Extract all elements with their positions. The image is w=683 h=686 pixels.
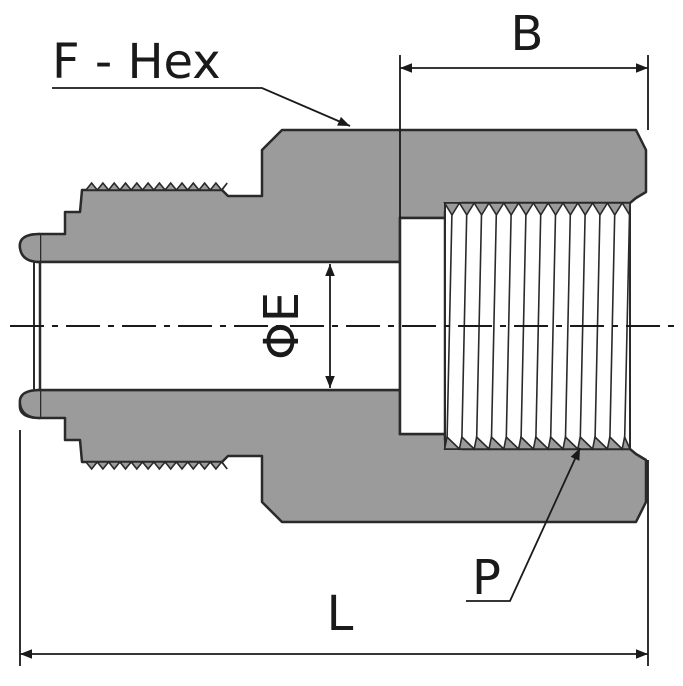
- hex-label: F - Hex: [52, 34, 221, 90]
- bore-label: ΦE: [254, 292, 310, 360]
- b-label: B: [511, 6, 544, 62]
- flare-tip-lower: [18, 388, 41, 420]
- male-thread-teeth-bottom: [82, 460, 228, 471]
- female-thread-teeth-top: [443, 201, 631, 218]
- thread-leader: [466, 447, 581, 602]
- length-label: L: [327, 586, 354, 642]
- flare-tip-upper: [18, 232, 41, 264]
- female-thread-teeth-bottom: [443, 434, 632, 451]
- male-thread-teeth-top: [82, 181, 228, 192]
- hex-leader: [52, 87, 351, 127]
- thread-label: P: [472, 550, 501, 606]
